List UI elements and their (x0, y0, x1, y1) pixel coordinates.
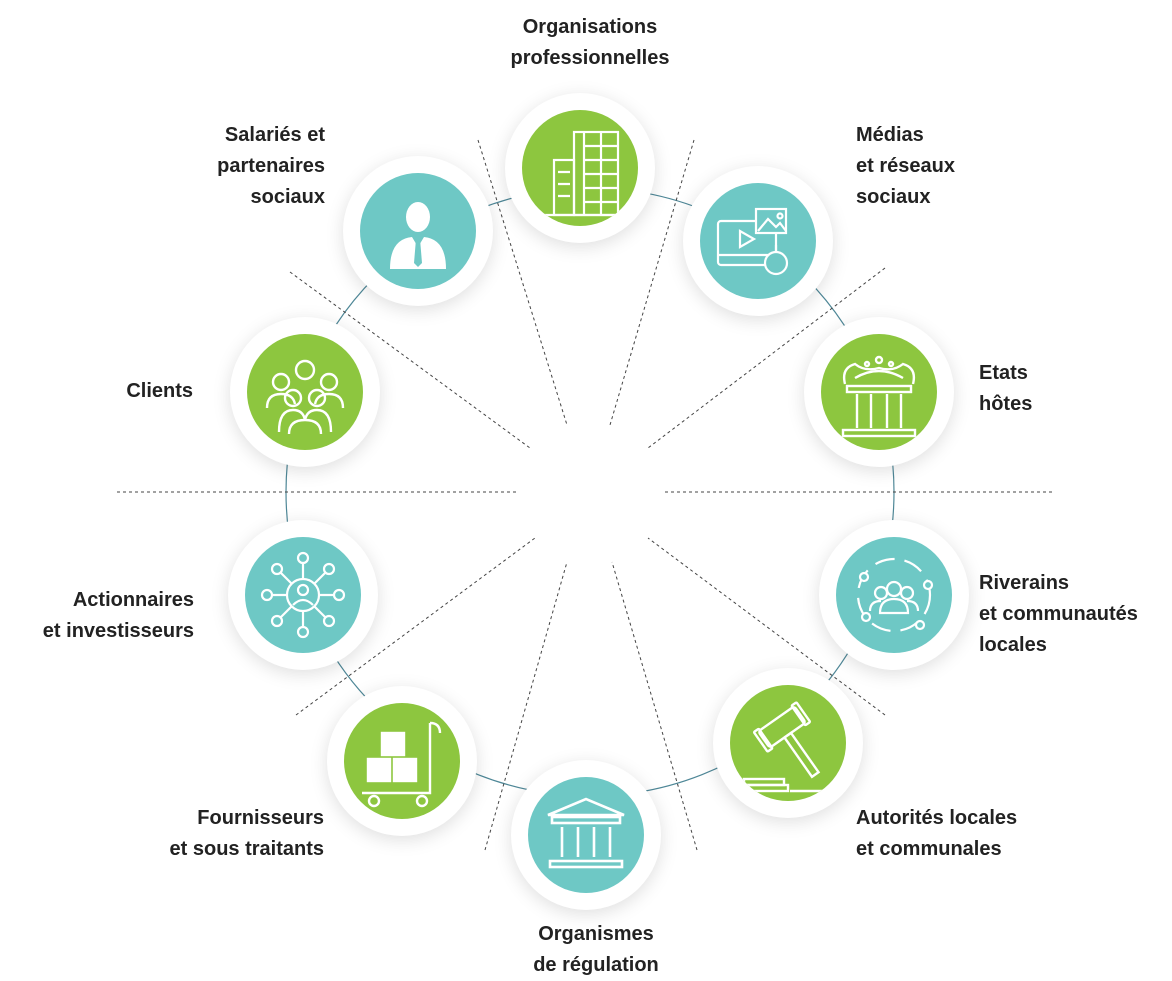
node-etats (804, 317, 954, 467)
label-clients: Clients (126, 380, 193, 402)
network-icon (245, 537, 361, 653)
gavel-icon (730, 685, 846, 801)
node-autorites (713, 668, 863, 818)
group-icon (247, 334, 363, 450)
node-clients (230, 317, 380, 467)
label-medias: Médias et réseaux sociaux (856, 124, 955, 208)
institution-icon (528, 777, 644, 893)
divider-lines (117, 139, 1055, 851)
node-riverains (819, 520, 969, 670)
label-etats: Etats hôtes (979, 362, 1033, 415)
employee-icon (360, 173, 476, 289)
media-icon (700, 183, 816, 299)
community-icon (836, 537, 952, 653)
label-salaries: Salariés et partenaires sociaux (217, 124, 325, 208)
node-actionnaires (228, 520, 378, 670)
node-organisations (505, 93, 655, 243)
boxes-trolley-icon (344, 703, 460, 819)
node-fournisseurs (327, 686, 477, 836)
node-organismes (511, 760, 661, 910)
label-autorites: Autorités locales et communales (856, 807, 1018, 860)
label-fournisseurs: Fournisseurs et sous traitants (169, 807, 324, 860)
government-crown-icon (821, 334, 937, 450)
buildings-icon (522, 110, 638, 226)
node-medias (683, 166, 833, 316)
label-organismes: Organismes de régulation (533, 923, 659, 976)
label-actionnaires: Actionnaires et investisseurs (42, 589, 194, 642)
label-riverains: Riverains et communautés locales (979, 572, 1138, 656)
label-organisations: Organisations professionnelles (510, 16, 670, 69)
node-salaries (343, 156, 493, 306)
